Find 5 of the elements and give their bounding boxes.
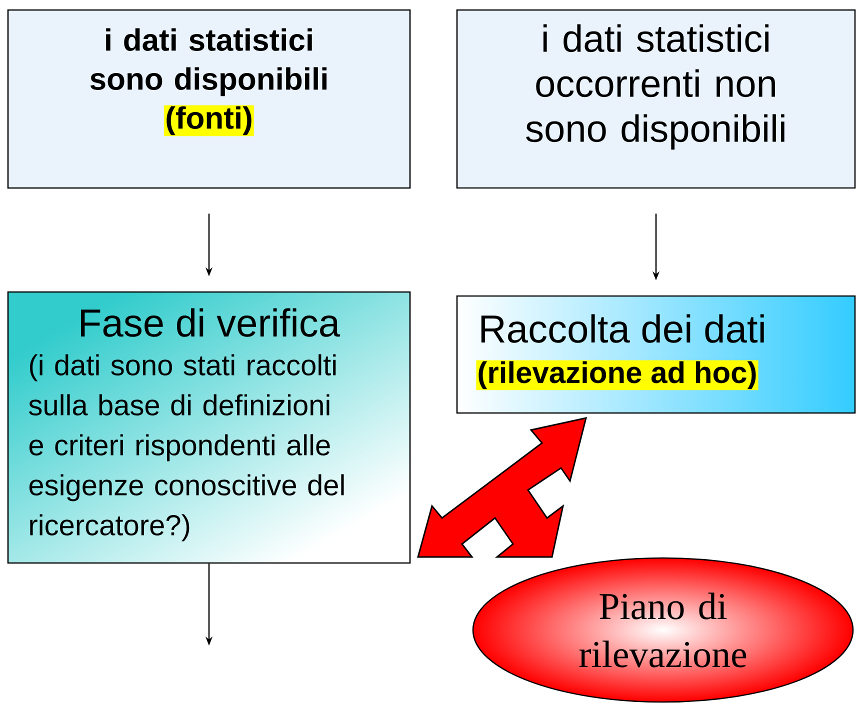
tee-arrow [417, 417, 588, 558]
process-box: i dati statistici occorrenti non sono disponibili [456, 9, 856, 189]
process-box: Raccolta dei dati (rilevazione ad hoc) [456, 295, 856, 414]
process-box: i dati statistici sono disponibili (fonti) [7, 9, 411, 189]
process-box: Fase di verifica (i dati sono stati raccolti sulla base di definizioni e criteri rispondenti alle esigenze conoscitive del ricercatore?) [7, 291, 411, 564]
